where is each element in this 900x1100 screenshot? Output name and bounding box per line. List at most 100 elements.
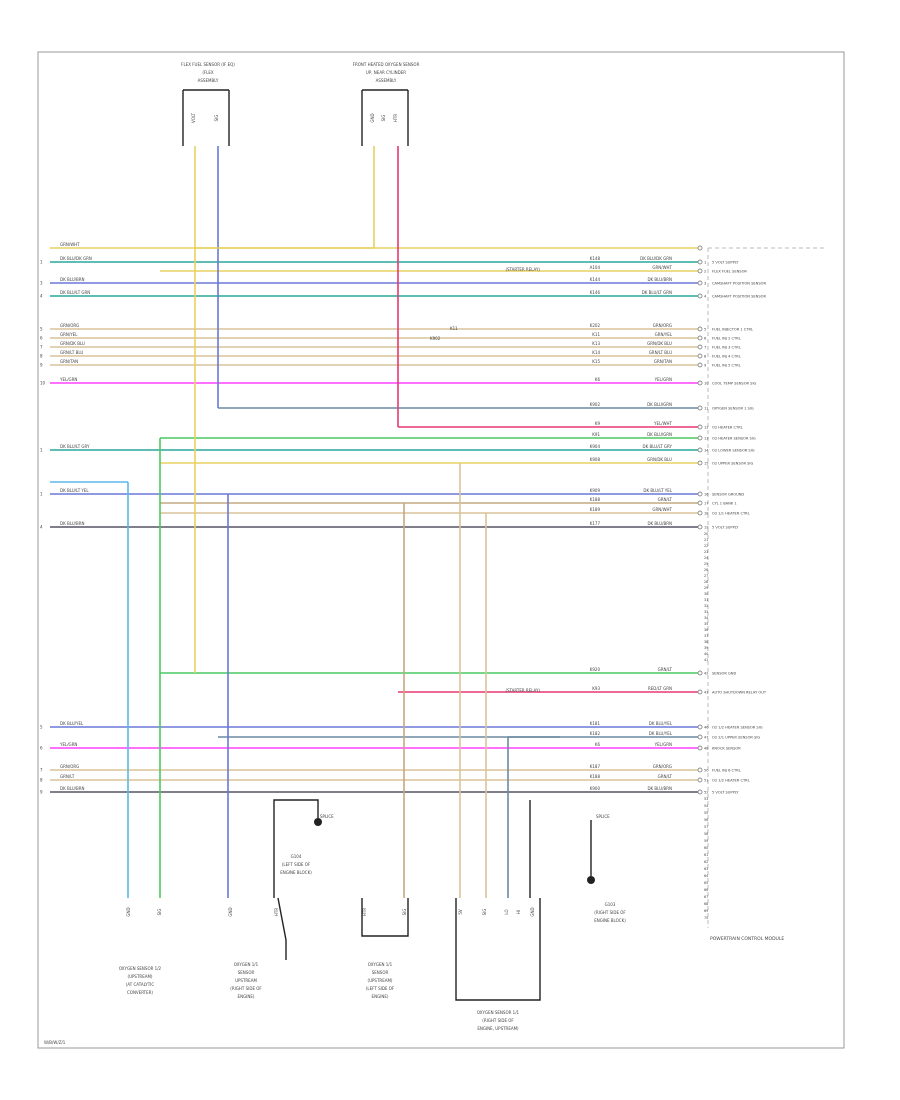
module-pin-number: 59 [704, 839, 708, 843]
wire-right-label: YEL/GRN [654, 377, 672, 382]
module-pin-number: 14 [704, 449, 709, 453]
splice-label: SPLICE [596, 814, 610, 819]
module-pin-terminal [697, 510, 703, 516]
pin-label: GND [530, 907, 535, 916]
component-label: OXYGEN 1/1 [234, 962, 259, 967]
module-pin-terminal [697, 344, 703, 350]
wire-right-label: DK BLU/LT GRN [642, 290, 672, 295]
module-pin-function: O2 1/2 HEATER CTRL [712, 779, 750, 783]
module-pin-terminal [697, 724, 703, 730]
wire-number: 4 [40, 525, 43, 530]
module-pin-number: 20 [704, 532, 708, 536]
wire-left-label: DK BLU/LT GRY [60, 444, 90, 449]
wire-code: K900 [590, 786, 601, 791]
pin-label: HTR [362, 908, 367, 916]
ground-label: G104 [291, 854, 302, 859]
module-pin-number: 23 [704, 550, 708, 554]
module-pin-number: 52 [704, 791, 709, 795]
wire-right-label: DK BLU/GRN [647, 432, 672, 437]
wire-code: K188 [590, 774, 601, 779]
wire-left-label: GRN/LT BLU [60, 350, 83, 355]
wire-left-label: YEL/GRN [59, 742, 77, 747]
module-pin-number: 22 [704, 544, 708, 548]
splice-label: SPLICE [320, 814, 334, 819]
module-pin-function: FUEL INJ 4 CTRL [712, 355, 741, 359]
component-label: (LEFT SIDE OF [366, 986, 395, 991]
module-pin-function: O2 1/2 HEATER SENSOR SIG [712, 726, 763, 730]
component-label: (RIGHT SIDE OF [482, 1018, 514, 1023]
wire-code: K13 [592, 341, 600, 346]
wire-left-label: GRN/ORG [60, 323, 79, 328]
wire-code: K181 [590, 721, 601, 726]
wire-right-label: GRN/LT [658, 497, 673, 502]
component-label: ENGINE, UPSTREAM) [477, 1026, 519, 1031]
module-pin-number: 21 [704, 538, 708, 542]
module-pin-terminal [697, 689, 703, 695]
wire-number: 4 [40, 294, 43, 299]
module-pin-terminal [697, 380, 703, 386]
module-pin-number: 1 [704, 261, 706, 265]
module-pin-number: 42 [704, 672, 709, 676]
module-pin-number: 31 [704, 598, 708, 602]
module-pin-number: 6 [704, 337, 707, 341]
module-pin-number: 39 [704, 646, 708, 650]
module-pin-number: 50 [704, 769, 709, 773]
module-pin-terminal [697, 326, 703, 332]
module-pin-terminal [697, 524, 703, 530]
wire-left-label: DK BLU/YEL [60, 721, 84, 726]
wire-number: 9 [40, 790, 43, 795]
module-pin-function: FUEL INJECTOR 1 CTRL [712, 328, 753, 332]
wire-code: K15 [592, 359, 600, 364]
module-pin-number: 29 [704, 586, 708, 590]
callout-note: (STARTER RELAY) [505, 688, 540, 693]
wire-left-label: GRN/ORG [60, 764, 79, 769]
wire-code: K202 [590, 323, 601, 328]
wire-code: K177 [590, 521, 601, 526]
wire-right-label: GRN/WHT [652, 507, 672, 512]
component-label: (UPSTREAM) [128, 974, 153, 979]
top-right-pin-label: GND [370, 113, 375, 122]
wire-right-label: RED/LT GRN [648, 686, 672, 691]
top-right-pin-label: HTR [393, 114, 398, 122]
module-pin-number: 17 [704, 502, 709, 506]
module-pin-number: 32 [704, 604, 708, 608]
pin-label: 5V [458, 909, 463, 915]
module-pin-number: 12 [704, 426, 709, 430]
top-left-connector-label: FLEX FUEL SENSOR (IF EQ) [181, 62, 235, 67]
module-pin-number: 56 [704, 818, 708, 822]
component-label: SENSOR [238, 970, 255, 975]
module-pin-terminal [697, 435, 703, 441]
top-left-connector-label: (FLEX [202, 70, 214, 75]
wire-code: K6 [595, 742, 601, 747]
module-pin-terminal [697, 245, 703, 251]
module-pin-terminal [697, 293, 703, 299]
wire-right-label: DK BLU/BRN [647, 521, 672, 526]
module-pin-number: 15 [704, 462, 709, 466]
module-pin-number: 58 [704, 832, 708, 836]
component-label: ENGINE) [372, 994, 389, 999]
module-pin-number: 33 [704, 610, 708, 614]
wire-code: K6 [595, 377, 601, 382]
module-pin-number: 70 [704, 916, 708, 920]
module-pin-function: 5 VOLT SUPPLY [712, 261, 739, 265]
module-pin-number: 67 [704, 895, 708, 899]
ground-symbol [587, 876, 595, 884]
wire-number: 6 [40, 336, 43, 341]
module-pin-terminal [697, 789, 703, 795]
module-pin-number: 41 [704, 658, 708, 662]
module-pin-function: 5 VOLT SUPPLY [712, 526, 739, 530]
component-label: (RIGHT SIDE OF [230, 986, 262, 991]
module-pin-function: 5 VOLT SUPPLY [712, 791, 739, 795]
top-left-pin-label: SIG [214, 115, 219, 122]
module-pin-terminal [697, 500, 703, 506]
module-pin-number: 9 [704, 364, 707, 368]
wire-right-label: DK BLU/GRN [647, 402, 672, 407]
module-pin-number: 8 [704, 355, 707, 359]
module-pin-terminal [697, 353, 703, 359]
diagram-code: W/B/W/Z/1 [44, 1040, 66, 1045]
module-pin-function: SENSOR GND [712, 672, 736, 676]
module-pin-terminal [697, 362, 703, 368]
module-pin-number: 57 [704, 825, 708, 829]
module-pin-function: KNOCK SENSOR [712, 747, 741, 751]
